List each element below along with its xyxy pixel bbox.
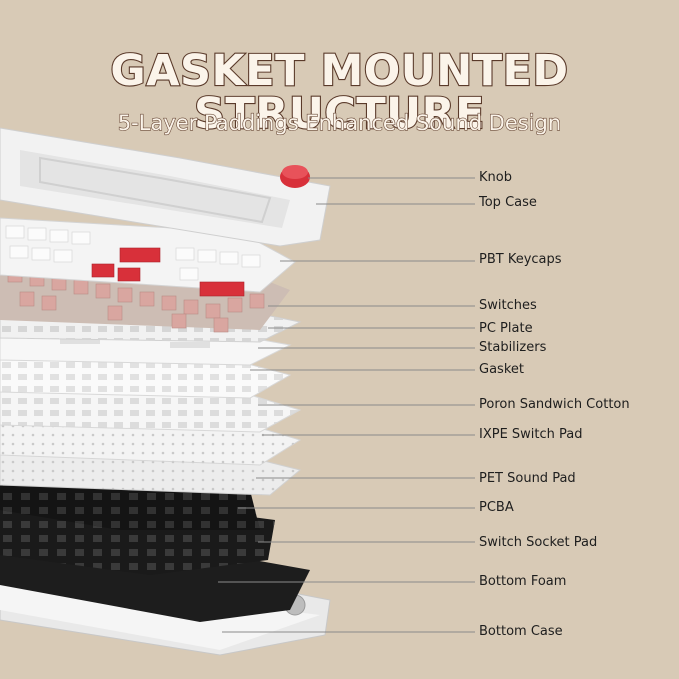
label-bottom-case: Bottom Case — [479, 624, 563, 639]
label-top-case: Top Case — [479, 195, 537, 210]
top-case-layer — [0, 127, 331, 247]
leader-lines — [218, 177, 475, 633]
label-bottom-foam: Bottom Foam — [479, 574, 567, 589]
label-gasket: Gasket — [479, 362, 524, 377]
label-poron-sandwich-cotton: Poron Sandwich Cotton — [479, 397, 630, 412]
label-pc-plate: PC Plate — [479, 321, 533, 336]
knob-layer — [280, 165, 310, 188]
label-stabilizers: Stabilizers — [479, 340, 547, 355]
gasket-layer — [0, 354, 292, 399]
label-pet-sound-pad: PET Sound Pad — [479, 471, 576, 486]
label-pcba: PCBA — [479, 500, 514, 515]
label-switches: Switches — [479, 298, 537, 313]
label-knob: Knob — [479, 170, 512, 185]
page-title: GASKET MOUNTED STRUCTURE — [109, 46, 569, 139]
page-subtitle: 5-Layer Paddings Enhanced Sound Design — [117, 111, 562, 135]
label-pbt-keycaps: PBT Keycaps — [479, 252, 562, 267]
label-ixpe-switch-pad: IXPE Switch Pad — [479, 427, 583, 442]
label-switch-socket-pad: Switch Socket Pad — [479, 535, 598, 550]
